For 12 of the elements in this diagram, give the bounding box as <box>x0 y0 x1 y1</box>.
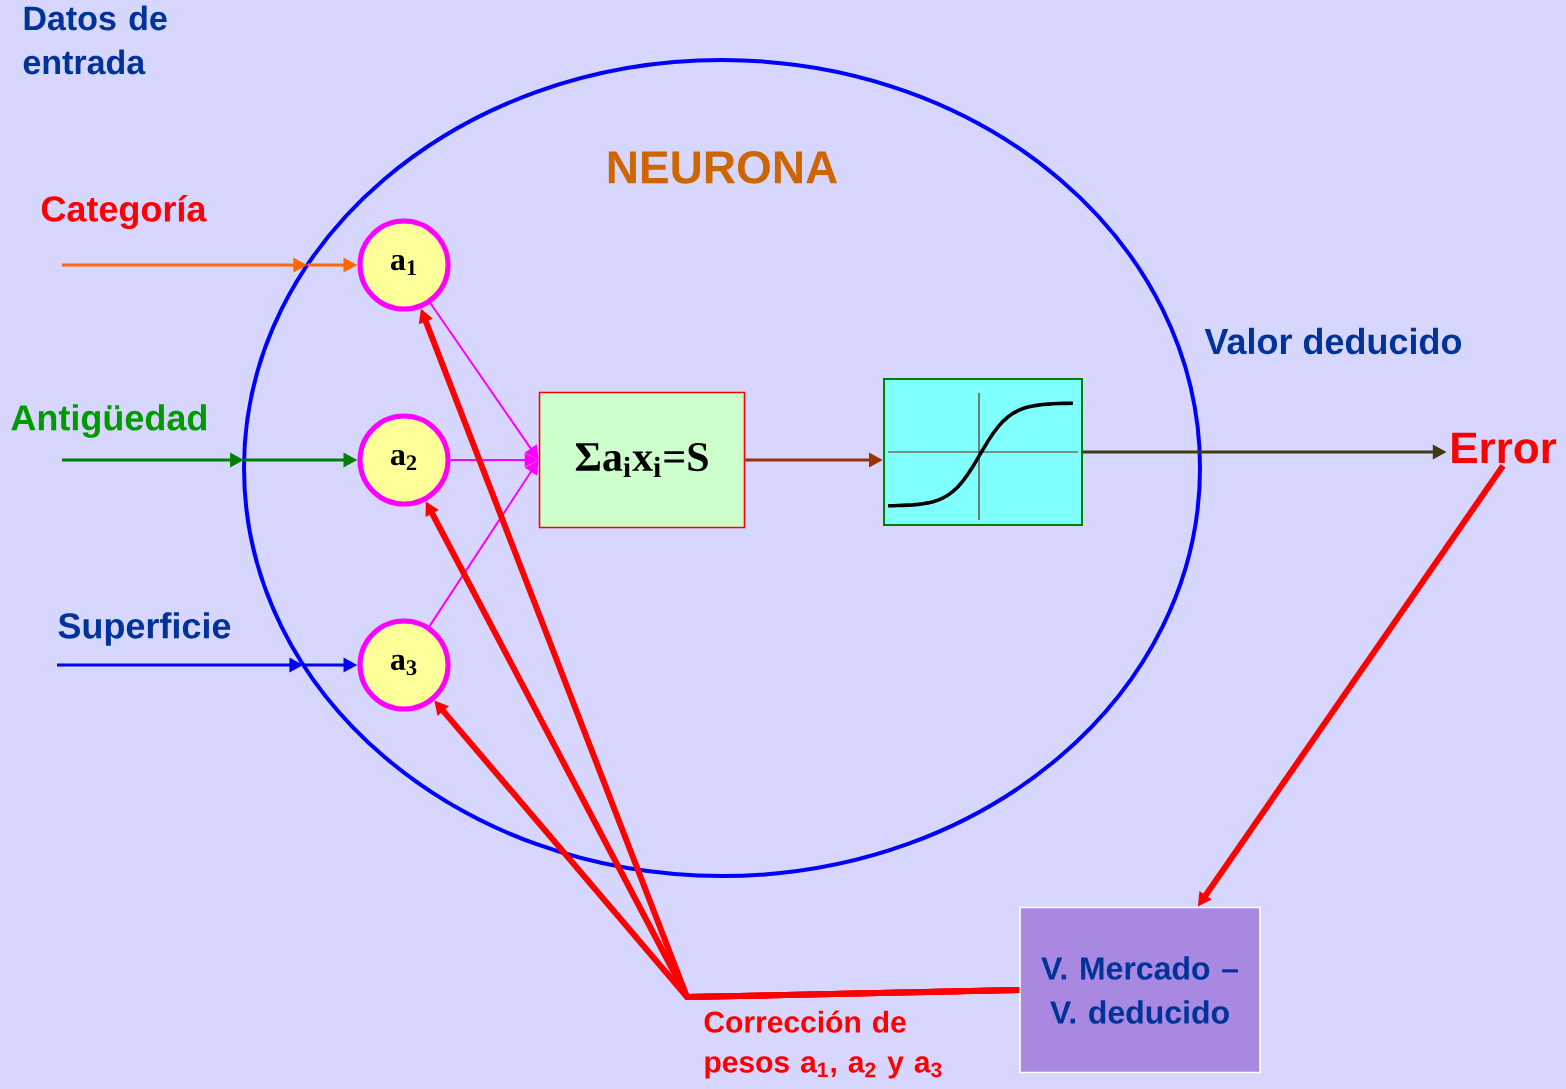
difference-box: V. Mercado – V. deducido <box>1019 906 1261 1074</box>
sigmoid-drawing <box>883 378 1083 526</box>
arrow <box>428 460 539 628</box>
text-label: Corrección de pesos a$_{1}$, a$_{2}$ y a$_{3}$ <box>704 1010 942 1079</box>
text-label: Datos de entrada <box>23 5 167 75</box>
output-label: Error <box>1452 432 1557 464</box>
edge-label: Valor deducido <box>1204 327 1462 355</box>
edge-label: Superficie <box>58 612 231 646</box>
arrow <box>429 302 539 460</box>
sum-box: Σa$_{i}$x$_{i}$=S <box>538 391 746 529</box>
edge-label: Categoría <box>41 195 207 229</box>
edge-label: Antigüedad <box>11 404 207 438</box>
